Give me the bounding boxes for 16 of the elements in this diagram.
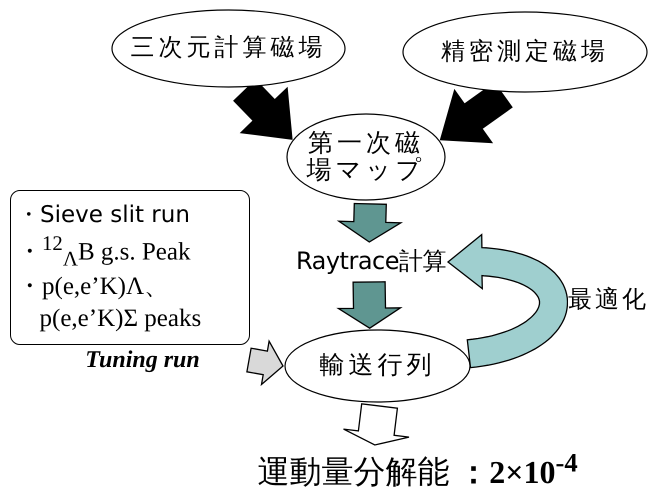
- process-ellipse: 三次元計算磁場: [112, 10, 345, 87]
- block-arrow: [342, 403, 410, 446]
- process-ellipse: 輸送行列: [285, 330, 470, 402]
- note-box: [10, 190, 250, 345]
- node-label: Tuning run: [40, 342, 245, 378]
- block-arrow: [336, 202, 404, 243]
- block-arrow: [446, 233, 568, 368]
- node-label: Raytrace計算: [296, 244, 446, 278]
- bullet-item: ・Sieve slit run: [17, 201, 190, 230]
- bullet-item: ・p(e,e’K)Λ、 p(e,e’K)Σ peaks: [17, 272, 202, 334]
- block-arrow: [246, 339, 284, 386]
- process-ellipse: 第一次磁場マップ: [287, 114, 445, 200]
- node-label: 運動量分解能 ：2×10$^{-4}$: [190, 446, 645, 492]
- block-arrow: [336, 281, 403, 329]
- bullet-item: ・$^{12}$$_{Λ}$B g.s. Peak: [17, 230, 190, 272]
- process-ellipse: 精密測定磁場: [403, 12, 647, 92]
